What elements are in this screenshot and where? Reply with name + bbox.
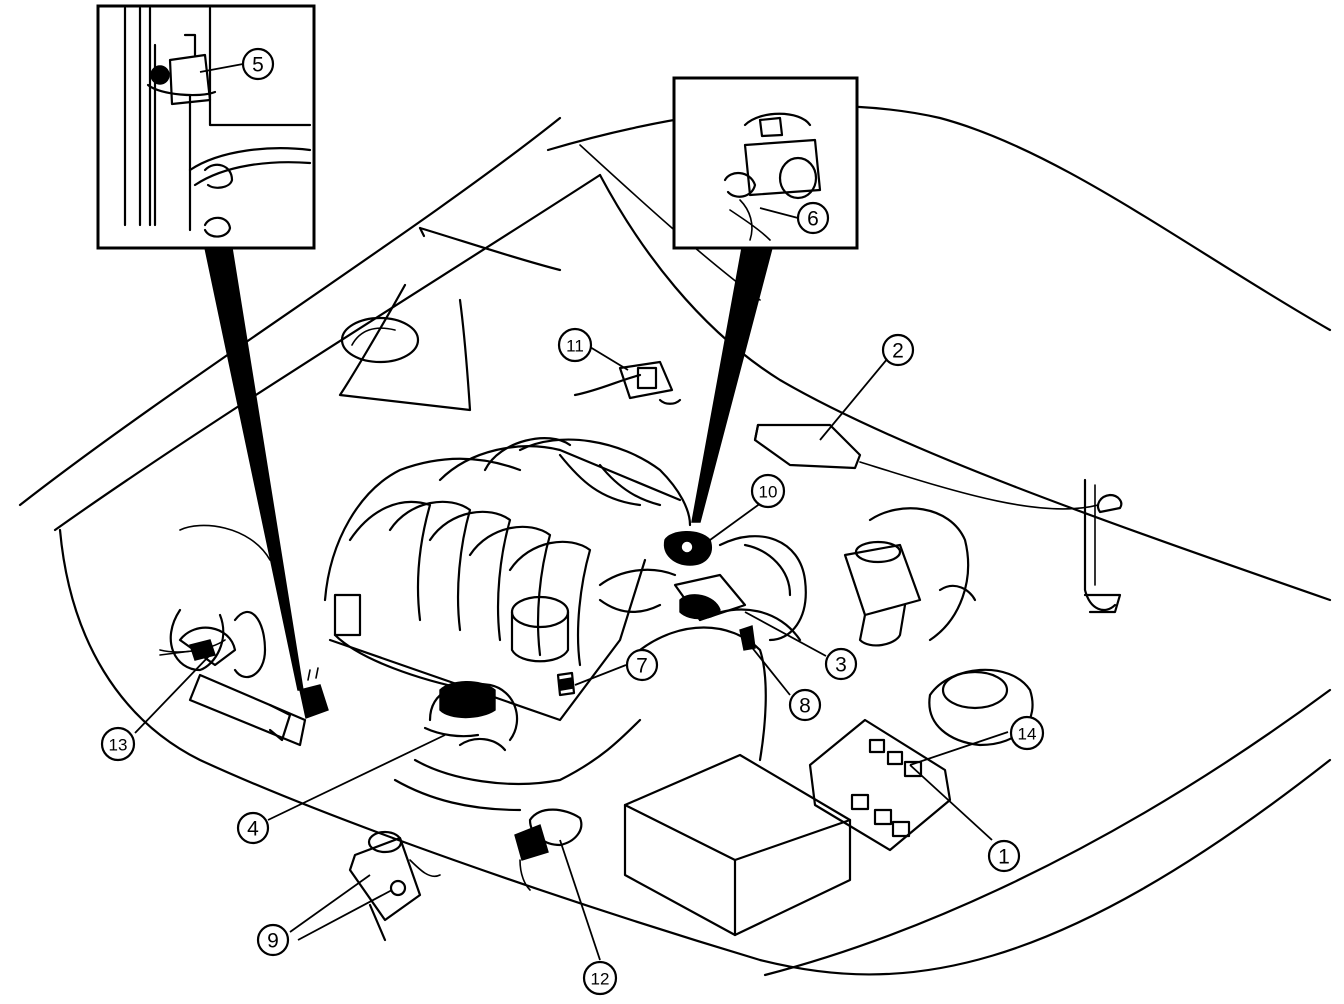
component-8-sensor [739,625,756,651]
callout-13-label: 13 [109,736,128,755]
callout-11: 11 [557,327,593,363]
callout-2: 2 [881,333,915,367]
callout-3: 3 [824,647,858,681]
callout-5-label: 5 [252,54,264,77]
callout-12-label: 12 [591,970,610,989]
callout-12: 12 [582,960,618,996]
callout-10: 10 [750,473,786,509]
callout-9: 9 [256,923,290,957]
engine-assembly [159,437,977,812]
callout-4: 4 [236,811,270,845]
component-3-module [673,573,747,622]
callout-14-label: 14 [1018,725,1037,744]
battery [623,753,852,937]
component-9-sensor [348,830,441,942]
callout-8: 8 [788,688,822,722]
callout-7: 7 [625,648,659,682]
component-11-connector [573,360,682,405]
component-2-control-unit [753,423,1099,510]
component-4-distributor [423,681,519,752]
callout-10-label: 10 [759,483,778,502]
callout-14: 14 [1009,715,1045,751]
inset-detail-6 [672,76,859,250]
callout-3-label: 3 [835,654,847,677]
inset-pointer-6 [691,247,773,523]
callout-1-label: 1 [998,846,1010,869]
component-12-sensor [514,808,583,891]
callout-1: 1 [987,839,1021,873]
callout-2-label: 2 [892,340,904,363]
callout-8-label: 8 [799,695,811,718]
component-7-sensor [556,671,576,697]
callout-4-label: 4 [247,818,259,841]
callout-11-label: 11 [566,337,584,356]
callout-5: 5 [241,47,275,81]
component-10-sensor [663,531,712,566]
callout-13: 13 [100,726,136,762]
inset-detail-5 [96,4,316,250]
leader-lines [134,63,1009,961]
relay-box [808,718,952,852]
callout-6: 6 [796,201,830,235]
component-5-bracket [299,667,329,719]
callout-6-label: 6 [807,208,819,231]
component-13-connector [159,626,237,667]
callout-9-label: 9 [267,930,279,953]
callout-7-label: 7 [636,655,648,678]
inset-pointer-5 [204,247,304,691]
